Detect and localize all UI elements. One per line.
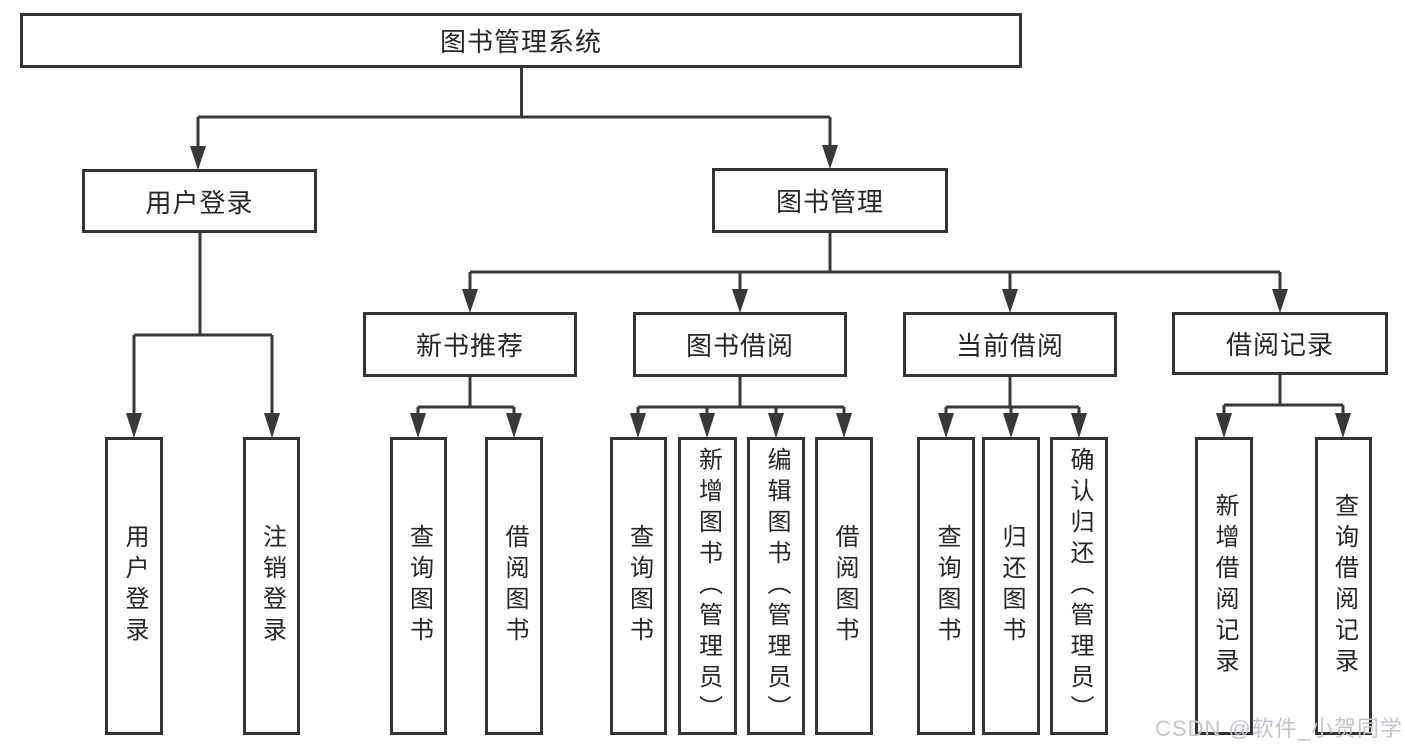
leaf-borrow-borrow-books-label: 借阅图书	[831, 524, 858, 648]
edge-current-borrowing-to-leaves	[938, 377, 1087, 438]
leaf-borrow-add-books-admin-label: 新增图书（管理员）	[694, 446, 722, 726]
leaf-current-query-books-label: 查询图书	[933, 524, 960, 648]
edge-root-to-level2	[190, 68, 838, 170]
leaf-records-query-record: 查询借阅记录	[1315, 437, 1372, 735]
csdn-watermark: CSDN @软件_小贺同学	[1154, 716, 1403, 741]
leaf-borrow-borrow-books: 借阅图书	[815, 437, 873, 735]
node-root-label: 图书管理系统	[439, 27, 602, 57]
node-book-borrowing: 图书借阅	[633, 312, 847, 377]
node-book-borrowing-label: 图书借阅	[685, 331, 794, 361]
leaf-borrow-add-books-admin: 新增图书（管理员）	[678, 437, 737, 735]
node-borrowing-records: 借阅记录	[1172, 312, 1388, 375]
leaf-current-return-books: 归还图书	[982, 437, 1040, 735]
edge-user-login-to-leaves	[126, 233, 280, 438]
leaf-current-confirm-return-admin-label: 确认归还（管理员）	[1066, 446, 1093, 726]
leaf-logout-label: 注销登录	[258, 524, 286, 648]
node-user-login-label: 用户登录	[145, 187, 254, 218]
node-current-borrowing-label: 当前借阅	[955, 331, 1064, 361]
node-new-book-recommend-label: 新书推荐	[415, 331, 524, 361]
leaf-borrow-query-books: 查询图书	[610, 437, 667, 735]
leaf-current-return-books-label: 归还图书	[998, 524, 1025, 648]
edge-book-management-to-level3	[462, 233, 1288, 313]
leaf-records-query-record-label: 查询借阅记录	[1330, 493, 1358, 679]
node-new-book-recommend: 新书推荐	[363, 312, 577, 377]
leaf-records-add-record-label: 新增借阅记录	[1211, 493, 1238, 679]
edge-new-book-recommend-to-leaves	[410, 377, 522, 438]
leaf-user-login: 用户登录	[105, 437, 163, 735]
leaf-current-query-books: 查询图书	[917, 437, 975, 735]
node-book-management: 图书管理	[712, 168, 948, 233]
leaf-logout: 注销登录	[243, 437, 300, 735]
leaf-newrec-query-books-label: 查询图书	[405, 524, 433, 648]
leaf-borrow-edit-books-admin: 编辑图书（管理员）	[747, 437, 805, 735]
leaf-borrow-edit-books-admin-label: 编辑图书（管理员）	[763, 446, 790, 726]
node-current-borrowing: 当前借阅	[903, 312, 1117, 377]
leaf-user-login-label: 用户登录	[121, 524, 148, 648]
edge-borrowing-records-to-leaves	[1216, 375, 1351, 438]
node-user-login: 用户登录	[82, 169, 317, 233]
leaf-newrec-query-books: 查询图书	[390, 437, 447, 735]
edge-book-borrowing-to-leaves	[630, 377, 852, 438]
node-borrowing-records-label: 借阅记录	[1225, 330, 1334, 360]
node-book-management-label: 图书管理	[775, 187, 884, 217]
node-root: 图书管理系统	[20, 13, 1022, 68]
leaf-records-add-record: 新增借阅记录	[1195, 437, 1253, 735]
leaf-borrow-query-books-label: 查询图书	[625, 524, 653, 648]
leaf-newrec-borrow-books: 借阅图书	[485, 437, 543, 735]
leaf-current-confirm-return-admin: 确认归还（管理员）	[1050, 437, 1108, 735]
leaf-newrec-borrow-books-label: 借阅图书	[501, 524, 528, 648]
